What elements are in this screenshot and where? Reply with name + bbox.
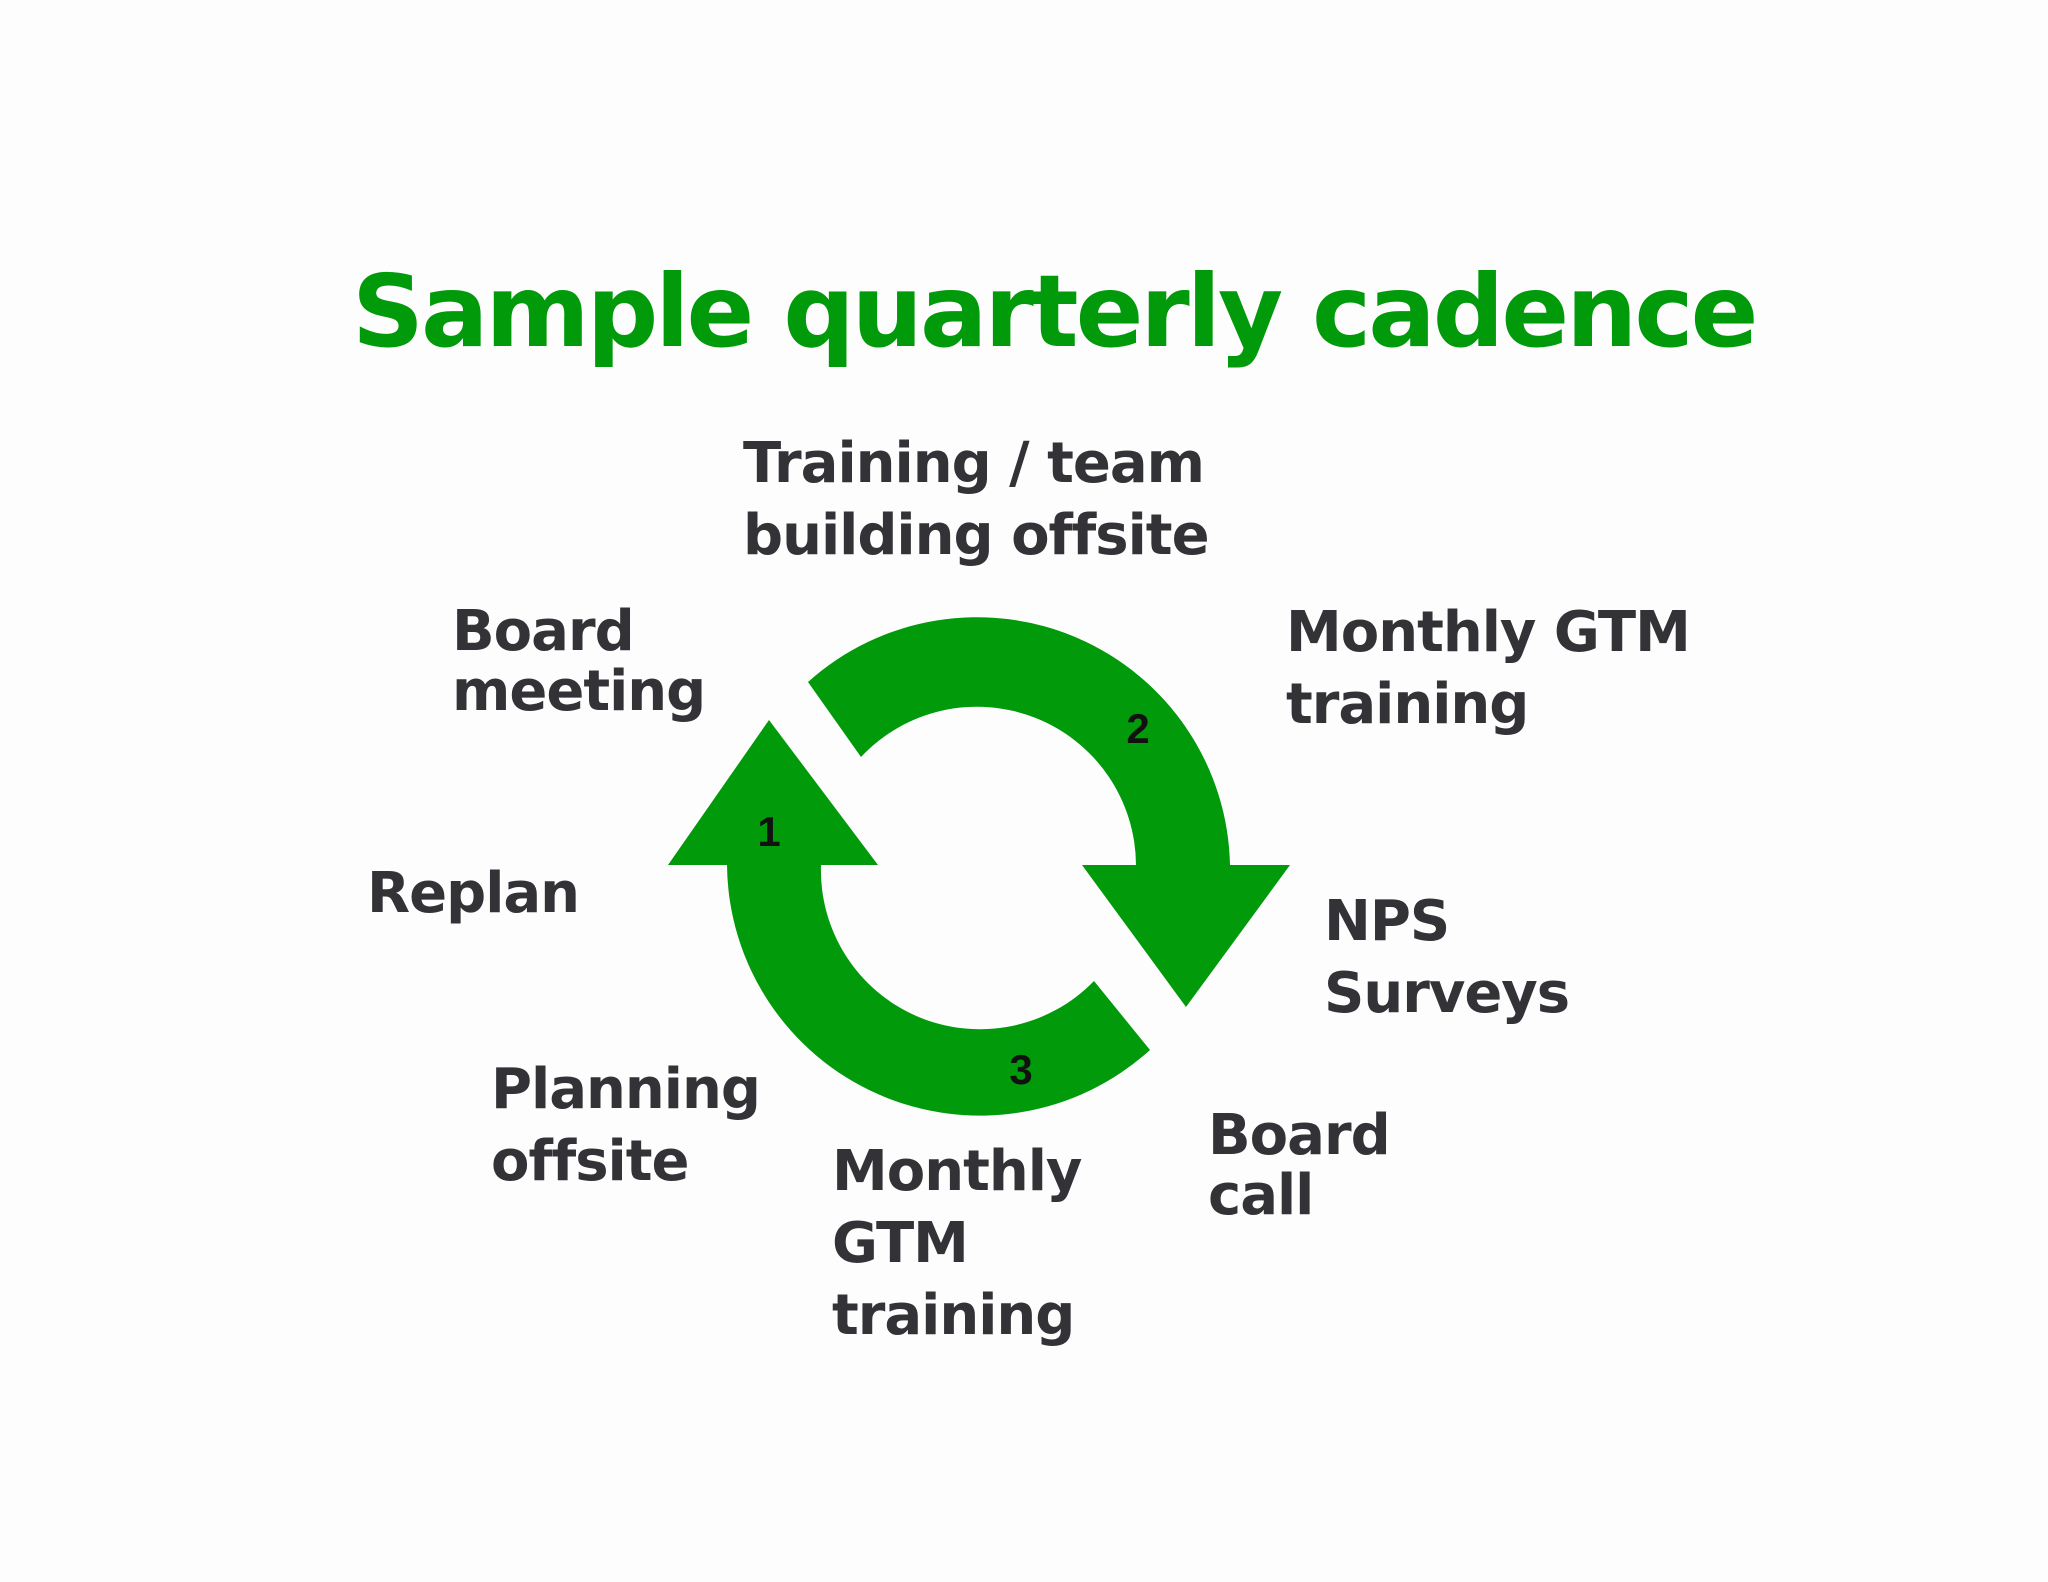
label-line: Surveys [1324, 961, 1570, 1026]
label-line: offsite [491, 1129, 689, 1194]
label-board-call: Board call [1208, 1103, 1391, 1228]
label-line: meeting [452, 659, 706, 724]
label-line: NPS [1324, 889, 1450, 954]
cycle-arrow-left [668, 720, 1150, 1116]
label-monthly-gtm-top: Monthly GTM training [1286, 597, 1691, 741]
cycle-arrow-right [808, 617, 1290, 1007]
label-training-offsite: Training / team building offsite [743, 428, 1210, 572]
label-line: Replan [367, 861, 580, 926]
step-number-2: 2 [1126, 705, 1149, 752]
label-line: Board [1208, 1103, 1391, 1168]
label-monthly-gtm-bottom: Monthly GTM training [832, 1136, 1082, 1352]
label-replan: Replan [367, 858, 580, 930]
label-line: Training / team [743, 431, 1205, 496]
label-board-meeting: Board meeting [452, 599, 706, 724]
label-line: training [832, 1283, 1075, 1348]
label-line: training [1286, 672, 1529, 737]
label-line: Planning [491, 1057, 761, 1122]
label-line: Board [452, 599, 635, 664]
label-line: GTM [832, 1211, 969, 1276]
label-nps-surveys: NPS Surveys [1324, 886, 1570, 1030]
label-line: call [1208, 1163, 1314, 1228]
page-title: Sample quarterly cadence [352, 253, 1758, 370]
step-number-3: 3 [1009, 1046, 1032, 1093]
label-line: Monthly GTM [1286, 600, 1691, 665]
label-line: building offsite [743, 503, 1210, 568]
label-line: Monthly [832, 1139, 1082, 1204]
step-number-1: 1 [757, 808, 780, 855]
label-planning-offsite: Planning offsite [491, 1054, 761, 1198]
